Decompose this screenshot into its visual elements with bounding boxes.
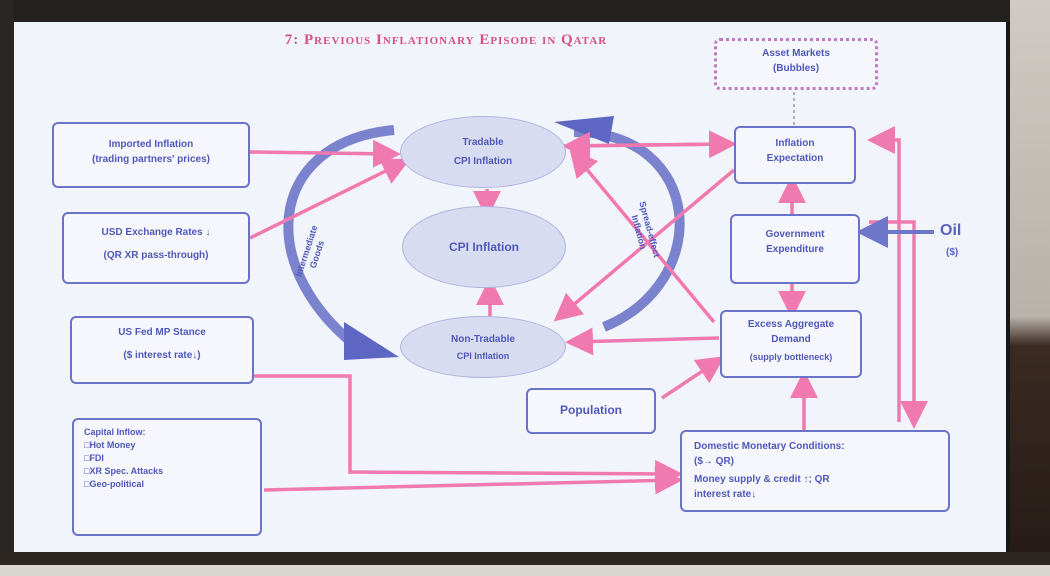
- government-expenditure-line1: Government: [765, 229, 825, 240]
- us-fed-box: US Fed MP Stance ($ interest rate↓): [70, 316, 254, 384]
- arrow-domestic-to-expectation: [867, 126, 901, 422]
- non-tradable-cpi-line2: CPI Inflation: [456, 350, 510, 361]
- spread-effect-curve: [573, 127, 685, 332]
- population-line1: Population: [560, 403, 622, 417]
- arrow-population-to-excess: [661, 356, 725, 400]
- asset-markets-line2: (Bubbles): [772, 62, 820, 74]
- tradable-cpi-ellipse: Tradable CPI Inflation: [400, 116, 566, 188]
- population-box: Population: [526, 388, 656, 434]
- government-expenditure-line2: Expenditure: [766, 243, 824, 255]
- imported-inflation-box: Imported Inflation (trading partners' pr…: [52, 122, 250, 188]
- capital-inflow-item: Geo-political: [84, 478, 250, 491]
- intermediate-goods-curve: [283, 125, 395, 357]
- diagram-connectors: [249, 92, 934, 495]
- usd-exchange-box: USD Exchange Rates ↓ (QR XR pass-through…: [62, 212, 250, 284]
- imported-inflation-line1: Imported Inflation: [108, 139, 194, 150]
- us-fed-line1: US Fed MP Stance: [118, 327, 206, 338]
- intermediate-goods-arrowhead: [344, 322, 399, 360]
- excess-demand-line1: Excess Aggregate: [747, 319, 835, 330]
- arrow-excess-to-tradable: [569, 148, 716, 324]
- excess-demand-box: Excess Aggregate Demand (supply bottlene…: [720, 310, 862, 378]
- domestic-monetary-line3: Money supply & credit ↑; QR: [694, 474, 830, 485]
- slide-title: 7: Previous Inflationary Episode in Qata…: [284, 32, 608, 48]
- capital-inflow-heading: Capital Inflow:: [84, 427, 146, 437]
- domestic-monetary-line2: ($→ QR): [694, 455, 734, 467]
- cpi-inflation-ellipse: CPI Inflation: [402, 206, 566, 288]
- arrow-imported-to-tradable: [249, 139, 401, 168]
- arrow-excess-to-nontradable: [565, 327, 720, 356]
- capital-inflow-item: FDI: [84, 452, 250, 465]
- government-expenditure-box: Government Expenditure: [730, 214, 860, 284]
- us-fed-line2: ($ interest rate↓): [123, 349, 201, 361]
- room-background-right: [1010, 0, 1050, 576]
- arrow-expectation-to-tradable: [562, 131, 731, 160]
- tradable-cpi-line1: Tradable: [462, 137, 504, 148]
- projection-screen: 7: Previous Inflationary Episode in Qata…: [14, 22, 1006, 552]
- room-floor-strip: [0, 565, 1050, 576]
- arrow-usfed-to-domestic: [254, 374, 683, 488]
- domestic-monetary-box: Domestic Monetary Conditions: ($→ QR) Mo…: [680, 430, 950, 512]
- usd-exchange-line2: (QR XR pass-through): [103, 249, 209, 261]
- domestic-monetary-line4: interest rate↓: [694, 488, 757, 500]
- cpi-inflation-line1: CPI Inflation: [449, 240, 519, 254]
- excess-demand-line2: Demand: [771, 333, 811, 345]
- capital-inflow-box: Capital Inflow: Hot Money FDI XR Spec. A…: [72, 418, 262, 536]
- capital-inflow-item: XR Spec. Attacks: [84, 465, 250, 478]
- inflation-expectation-line2: Expectation: [766, 152, 824, 164]
- non-tradable-cpi-line1: Non-Tradable: [451, 333, 515, 345]
- imported-inflation-line2: (trading partners' prices): [92, 153, 210, 165]
- arrow-oil-to-domestic: [869, 220, 928, 429]
- room-background-top: [0, 0, 1050, 22]
- asset-markets-box: Asset Markets (Bubbles): [714, 38, 878, 90]
- asset-markets-line1: Asset Markets: [762, 48, 830, 59]
- arrow-capital-to-domestic: [263, 466, 683, 495]
- spread-effect-arrowhead: [554, 116, 614, 144]
- inflation-expectation-line1: Inflation: [775, 138, 815, 149]
- arrow-usd-to-tradable: [249, 158, 411, 240]
- oil-label: Oil: [940, 222, 962, 239]
- oil-unit-label: ($): [946, 247, 959, 258]
- capital-inflow-item: Hot Money: [84, 439, 250, 452]
- room-background-left: [0, 0, 14, 576]
- usd-exchange-line1: USD Exchange Rates ↓: [101, 227, 211, 238]
- inflation-expectation-box: Inflation Expectation: [734, 126, 856, 184]
- domestic-monetary-line1: Domestic Monetary Conditions:: [694, 441, 845, 452]
- non-tradable-cpi-ellipse: Non-Tradable CPI Inflation: [400, 316, 566, 378]
- tradable-cpi-line2: CPI Inflation: [453, 156, 513, 167]
- excess-demand-line3: (supply bottleneck): [749, 352, 833, 362]
